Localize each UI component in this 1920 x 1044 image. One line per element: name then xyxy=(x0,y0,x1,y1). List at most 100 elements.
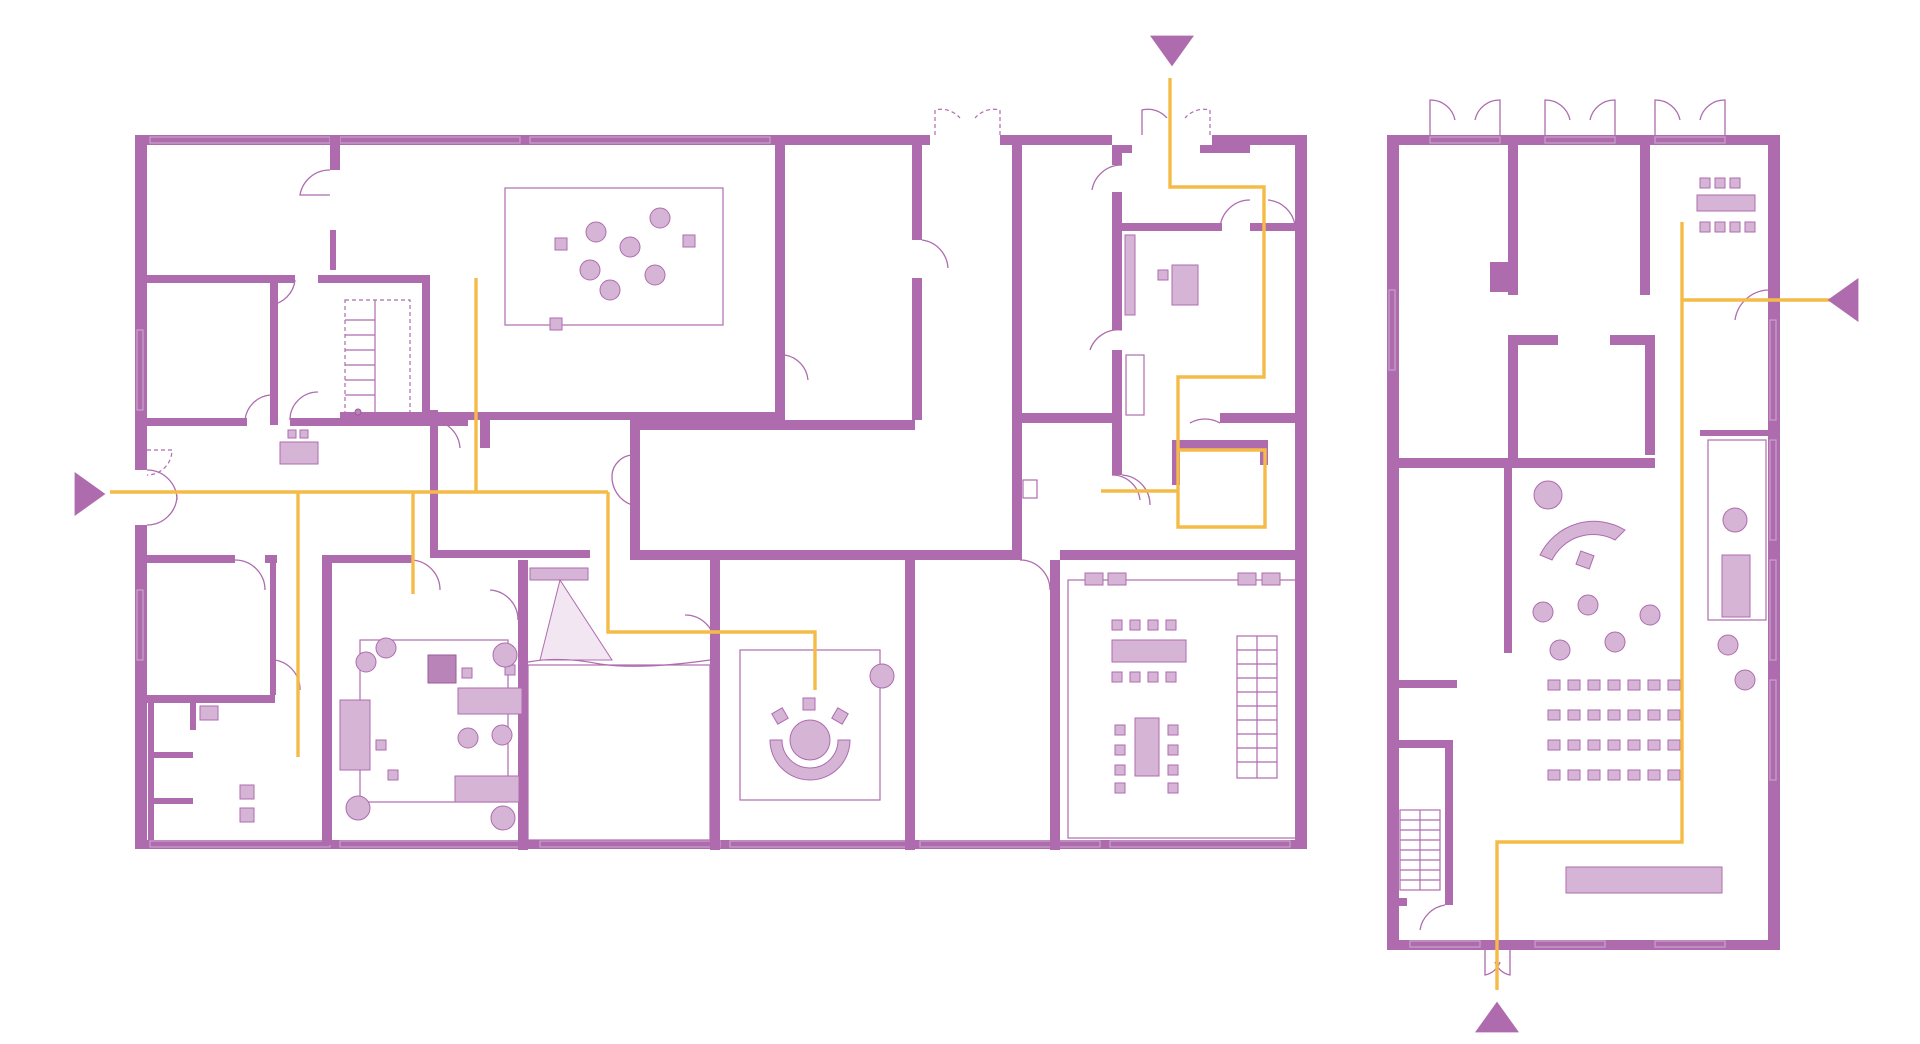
lounge-table xyxy=(427,654,457,684)
annex-wall-north xyxy=(1387,135,1780,145)
annex-door-6 xyxy=(1419,904,1446,931)
meeting-chair-15 xyxy=(1114,782,1126,794)
meeting-table-1 xyxy=(1111,639,1187,663)
annex-window-east-2 xyxy=(1769,439,1777,541)
office-shelf xyxy=(1124,234,1136,316)
annex-sofa xyxy=(1721,554,1751,618)
door-7 xyxy=(611,474,633,506)
window-south-5 xyxy=(919,840,1101,848)
wall-a9 xyxy=(460,418,468,426)
wall-c1 xyxy=(1012,135,1022,555)
entrance-annex-south-marker xyxy=(1475,1001,1519,1033)
meeting-chair-11 xyxy=(1114,764,1126,776)
plant-4 xyxy=(869,663,895,689)
lounge-sofa-1 xyxy=(457,687,523,715)
wall-b6 xyxy=(480,420,490,448)
annex-window-north-3 xyxy=(1654,136,1726,144)
lounge-stool-3 xyxy=(355,651,377,673)
annex-seat xyxy=(1547,679,1561,691)
meeting-chair-10 xyxy=(1114,744,1126,756)
door-12 xyxy=(411,559,441,591)
annex-seat xyxy=(1587,739,1601,751)
exhibit-stool-6 xyxy=(599,279,621,301)
kitchen-fixture-2 xyxy=(1107,572,1127,586)
stage-table xyxy=(789,719,831,761)
annex-seat xyxy=(1567,739,1581,751)
stair-outline xyxy=(344,299,411,416)
lounge-sofa-3 xyxy=(454,775,520,803)
window-west-2 xyxy=(136,589,144,661)
office-desk xyxy=(1171,264,1199,306)
door-5 xyxy=(429,419,461,449)
meeting-chair-8 xyxy=(1165,671,1177,683)
annex-door-4 xyxy=(1734,289,1769,321)
wall-c3 xyxy=(1112,145,1122,165)
reception-chair-2 xyxy=(299,429,309,439)
meeting-chair-9 xyxy=(1114,724,1126,736)
annex-wall-int-8 xyxy=(1387,458,1655,468)
wall-e5 xyxy=(710,560,720,850)
annex-wall-int-10 xyxy=(1504,468,1512,653)
wall-a3 xyxy=(135,275,295,283)
kitchen-fixture-3 xyxy=(1237,572,1257,586)
annex-door-2 xyxy=(1544,99,1616,135)
door-2 xyxy=(269,279,296,306)
stage-arc-seating xyxy=(769,739,851,781)
wall-d10 xyxy=(630,475,640,560)
wall-b4 xyxy=(912,278,922,420)
annex-window-bench xyxy=(1707,439,1767,621)
wall-b2 xyxy=(775,135,785,420)
wall-a5 xyxy=(135,418,247,426)
reception-desk xyxy=(279,441,319,465)
annex-stool-1 xyxy=(1532,601,1554,623)
annex-seat xyxy=(1547,739,1561,751)
main-wall-north-1 xyxy=(135,135,340,145)
meeting-table-2 xyxy=(1134,717,1160,777)
annex-wall-int-6 xyxy=(1610,335,1655,345)
main-wall-west-upper xyxy=(135,135,147,470)
entrance-north-marker xyxy=(1150,35,1194,67)
wall-a2 xyxy=(330,230,336,270)
door-8 xyxy=(784,354,809,381)
annex-building xyxy=(1387,99,1780,976)
lounge-box-1 xyxy=(461,667,473,679)
annex-stool-2 xyxy=(1577,594,1599,616)
stage-chair-3 xyxy=(831,707,849,725)
meeting-chair-7 xyxy=(1147,671,1159,683)
wall-b5 xyxy=(630,420,640,475)
wc-wall-2 xyxy=(148,752,193,758)
storage-shelf xyxy=(1125,354,1145,416)
annex-seat xyxy=(1567,709,1581,721)
wall-b3 xyxy=(912,135,922,240)
annex-seat xyxy=(1667,739,1681,751)
route-branch-center-room xyxy=(606,492,817,690)
wall-d5 xyxy=(430,550,590,558)
annex-window-east-3 xyxy=(1769,559,1777,661)
wall-a6 xyxy=(318,275,428,283)
window-west-1 xyxy=(136,329,144,411)
annex-wall-int-3 xyxy=(1508,255,1518,295)
door-10 xyxy=(234,559,266,591)
exhibit-box-3 xyxy=(549,317,563,331)
annex-door-3 xyxy=(1654,99,1726,135)
wall-d1 xyxy=(135,555,235,563)
annex-wall-int-13 xyxy=(1445,740,1453,905)
wall-d4 xyxy=(430,410,438,555)
annex-seat xyxy=(1647,769,1661,781)
lounge-stool-2 xyxy=(491,724,513,746)
lounge-box-3 xyxy=(387,769,399,781)
annex-seat xyxy=(1567,769,1581,781)
annex-wall-int-14 xyxy=(1387,898,1407,906)
annex-chair-5 xyxy=(1714,221,1726,233)
annex-counter xyxy=(1565,866,1723,894)
wall-c12 xyxy=(1112,145,1132,153)
wall-c6 xyxy=(1220,413,1305,423)
annex-chair-2 xyxy=(1714,177,1726,189)
annex-window-north-1 xyxy=(1429,136,1501,144)
door-29-dashed xyxy=(146,449,173,476)
kitchen-fixture-4 xyxy=(1261,572,1281,586)
wall-c8 xyxy=(1172,440,1180,485)
exhibit-stool-1 xyxy=(585,221,607,243)
wall-e3 xyxy=(322,555,332,845)
wall-e7 xyxy=(1050,560,1060,850)
